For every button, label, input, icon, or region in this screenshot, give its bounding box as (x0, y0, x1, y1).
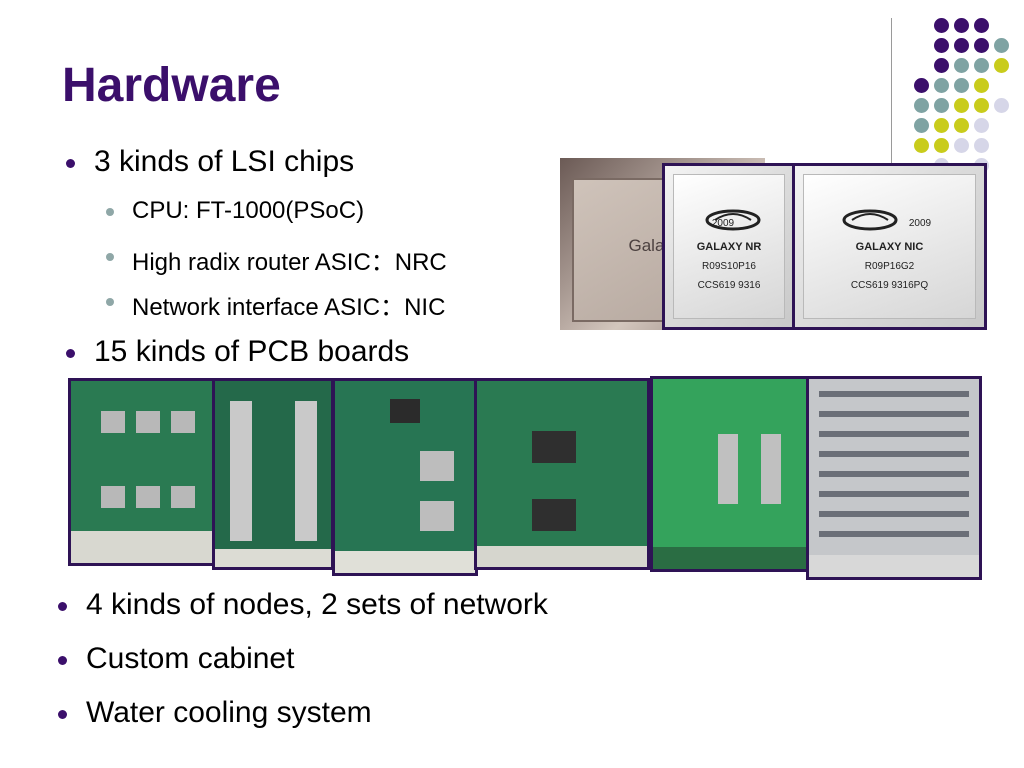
decorative-dot (994, 98, 1009, 113)
bullet-marker (106, 253, 114, 261)
bullet-marker (58, 602, 67, 611)
nrc-line3: CCS619 9316 (697, 280, 761, 291)
decorative-dot (954, 18, 969, 33)
decorative-dot (914, 118, 929, 133)
decorative-dot (974, 38, 989, 53)
decorative-dot (994, 58, 1009, 73)
nic-line3: CCS619 9316PQ (850, 280, 929, 291)
nrc-year: 2009 (711, 218, 735, 229)
decorative-dot (974, 58, 989, 73)
bullet-text: Custom cabinet (86, 642, 295, 675)
nic-line2: R09P16G2 (864, 261, 915, 272)
decorative-dot (934, 38, 949, 53)
bullet-marker (66, 159, 75, 168)
pcb-board-photo-6 (806, 376, 982, 580)
pcb-board-photo-2 (212, 378, 334, 570)
pcb-board-photo-3 (332, 378, 478, 576)
decorative-dot (994, 38, 1009, 53)
bullet-text: CPU: FT-1000(PSoC) (132, 197, 365, 224)
decorative-dot (974, 18, 989, 33)
decorative-dot (974, 138, 989, 153)
galaxy-logo-icon (705, 209, 761, 231)
decorative-dot (934, 118, 949, 133)
pcb-board-image (809, 379, 979, 577)
pcb-board-photo-5 (650, 376, 810, 572)
pcb-board-image (71, 381, 213, 563)
pcb-board-photo-4 (474, 378, 650, 570)
galaxy-logo-icon (842, 209, 898, 231)
sub-bullet-nrc: High radix router ASIC：NRC (106, 242, 447, 277)
bullet-lsi-chips: 3 kinds of LSI chips (66, 145, 355, 179)
sub-bullet-nic: Network interface ASIC：NIC (106, 287, 446, 322)
decorative-dot (914, 98, 929, 113)
bullet-marker (106, 298, 114, 306)
decorative-dot (974, 78, 989, 93)
decorative-dot (954, 98, 969, 113)
decorative-dot (974, 118, 989, 133)
pcb-board-image (335, 381, 475, 573)
bullet-marker (58, 656, 67, 665)
decorative-dot (954, 138, 969, 153)
decorative-dot (954, 38, 969, 53)
decorative-dot (934, 18, 949, 33)
decorative-dot (954, 58, 969, 73)
bullet-custom-cabinet: Custom cabinet (58, 642, 295, 676)
decorative-dot (934, 78, 949, 93)
nrc-chip-photo: 2009 GALAXY NR R09S10P16 CCS619 9316 (662, 163, 796, 330)
nrc-line2: R09S10P16 (702, 261, 756, 272)
bullet-marker (58, 710, 67, 719)
decorative-dot (934, 98, 949, 113)
bullet-nodes-network: 4 kinds of nodes, 2 sets of network (58, 588, 548, 622)
bullet-text: 3 kinds of LSI chips (94, 145, 355, 178)
nic-chip-lid (803, 174, 976, 319)
bullet-text: Network interface ASIC：NIC (132, 294, 446, 321)
decorative-vertical-line (891, 18, 892, 176)
pcb-board-image (215, 381, 331, 567)
decorative-dot (954, 78, 969, 93)
bullet-marker (66, 349, 75, 358)
pcb-board-photo-1 (68, 378, 216, 566)
decorative-dot (914, 138, 929, 153)
bullet-text: Water cooling system (86, 696, 372, 729)
decorative-dot (914, 78, 929, 93)
pcb-board-image (653, 379, 807, 569)
nrc-line1: GALAXY NR (696, 241, 762, 253)
nic-chip-photo: 2009 GALAXY NIC R09P16G2 CCS619 9316PQ (792, 163, 987, 330)
bullet-text: 4 kinds of nodes, 2 sets of network (86, 588, 548, 621)
pcb-board-image (477, 381, 647, 567)
sub-bullet-cpu: CPU: FT-1000(PSoC) (106, 197, 365, 225)
bullet-text: High radix router ASIC：NRC (132, 249, 447, 276)
bullet-water-cooling: Water cooling system (58, 696, 372, 730)
bullet-marker (106, 208, 114, 216)
nrc-chip-lid (673, 174, 785, 319)
slide-title: Hardware (62, 59, 281, 112)
decorative-dot (934, 138, 949, 153)
bullet-text: 15 kinds of PCB boards (94, 335, 410, 368)
decorative-dot (934, 58, 949, 73)
decorative-dot (974, 98, 989, 113)
nic-line1: GALAXY NIC (855, 241, 924, 253)
bullet-pcb-boards: 15 kinds of PCB boards (66, 335, 410, 369)
decorative-dot (954, 118, 969, 133)
nic-year: 2009 (908, 218, 932, 229)
